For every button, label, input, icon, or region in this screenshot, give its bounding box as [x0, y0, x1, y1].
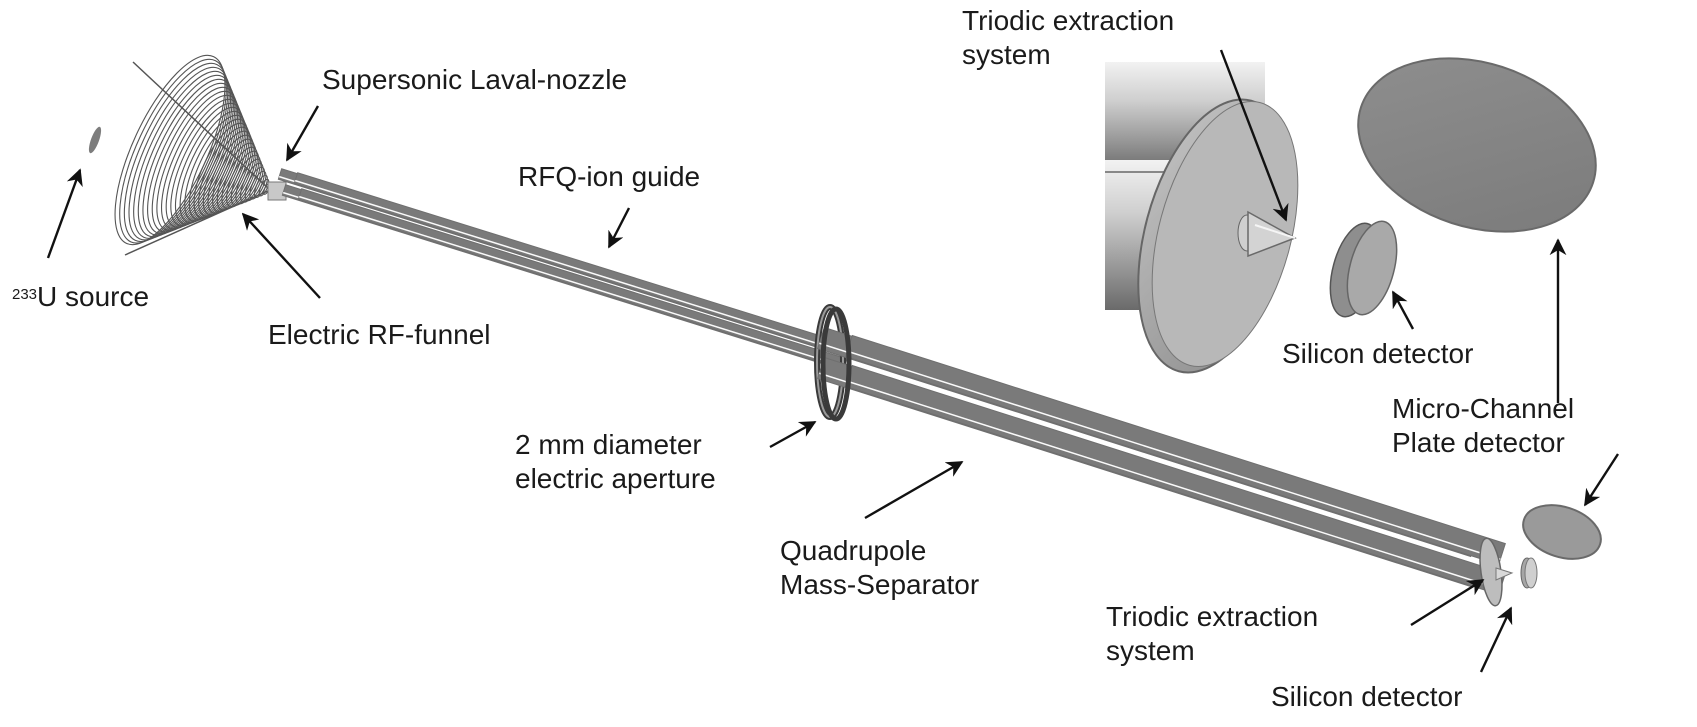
arrow-inset-extraction: [1219, 49, 1289, 222]
quadrupole-mass-separator: [817, 306, 1506, 596]
label-electric-aperture: 2 mm diameter electric aperture: [515, 428, 716, 496]
label-rf-funnel: Electric RF-funnel: [268, 318, 491, 352]
label-inset-extraction-line2: system: [962, 39, 1051, 70]
label-inset-extraction-line1: Triodic extraction: [962, 5, 1175, 36]
label-mcp-line1: Micro-Channel: [1392, 393, 1575, 424]
arrow-rfq: [607, 207, 631, 249]
label-inset-silicon-detector: Silicon detector: [1282, 337, 1473, 371]
label-mcp-line2: Plate detector: [1392, 427, 1565, 458]
annotation-arrows: [46, 49, 1620, 673]
arrow-source: [46, 168, 83, 259]
silicon-detector-small: [1520, 557, 1538, 589]
arrow-funnel: [241, 212, 321, 299]
label-qms-line1: Quadrupole: [780, 535, 927, 566]
label-inset-silicon-text: Silicon detector: [1282, 338, 1474, 369]
label-triodic-extraction: Triodic extraction system: [1106, 600, 1318, 668]
label-extraction-line2: system: [1106, 635, 1195, 666]
arrow-qms: [864, 460, 964, 520]
label-funnel-text: Electric RF-funnel: [268, 319, 491, 350]
arrow-aperture: [769, 420, 817, 449]
arrow-inset-silicon: [1391, 290, 1415, 330]
label-rfq-ion-guide: RFQ-ion guide: [518, 160, 700, 194]
label-laval-nozzle: Supersonic Laval-nozzle: [322, 63, 627, 97]
label-aperture-line1: 2 mm diameter: [515, 429, 702, 460]
arrow-mcp: [1583, 453, 1620, 507]
label-silicon-text: Silicon detector: [1271, 681, 1463, 712]
label-extraction-line1: Triodic extraction: [1106, 601, 1319, 632]
label-aperture-line2: electric aperture: [515, 463, 716, 494]
arrow-extraction: [1410, 578, 1485, 627]
inset-zoom: [1105, 57, 1597, 374]
label-source-text: U source: [37, 281, 150, 312]
label-qms-line2: Mass-Separator: [780, 569, 980, 600]
uranium-source: [88, 126, 102, 154]
label-isotope-number: 233: [12, 286, 38, 303]
rfq-ion-guide: [277, 168, 848, 370]
triodic-extraction-system: [1479, 537, 1514, 607]
arrow-nozzle: [285, 105, 320, 162]
label-inset-triodic-extraction: Triodic extraction system: [962, 4, 1174, 72]
label-uranium-source: 233U source: [12, 280, 149, 314]
label-quadrupole: Quadrupole Mass-Separator: [780, 534, 979, 602]
label-nozzle-text: Supersonic Laval-nozzle: [322, 64, 628, 95]
label-mcp-detector: Micro-Channel Plate detector: [1392, 392, 1574, 460]
label-silicon-detector: Silicon detector: [1271, 680, 1462, 714]
label-rfq-text: RFQ-ion guide: [518, 161, 701, 192]
arrow-silicon: [1479, 606, 1513, 673]
mcp-detector-small: [1522, 504, 1602, 560]
rf-funnel: [114, 54, 273, 256]
